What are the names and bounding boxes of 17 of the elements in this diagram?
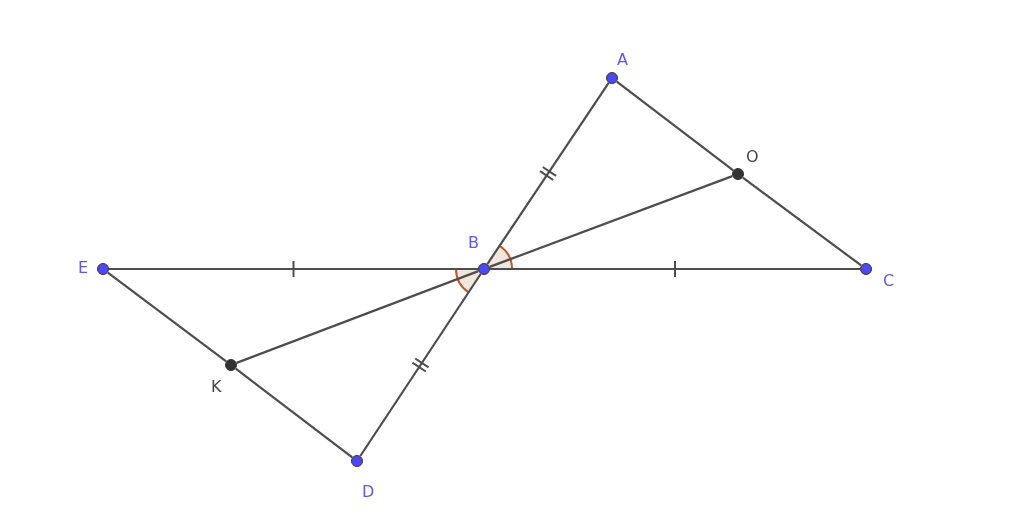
point-label: K — [211, 378, 222, 396]
line-segment — [490, 267, 860, 271]
line-segment — [107, 271, 227, 363]
line-segment — [359, 273, 482, 457]
point-label: A — [617, 51, 628, 69]
line-segment — [236, 270, 479, 364]
line-segment — [616, 80, 734, 172]
point-label: O — [746, 148, 759, 166]
line-segment — [235, 367, 353, 459]
point-label: E — [78, 259, 89, 277]
line-segment — [742, 176, 862, 267]
line-segment — [486, 82, 610, 265]
line-segment — [109, 267, 478, 271]
point-label: C — [883, 272, 895, 290]
point-label: B — [468, 234, 479, 252]
line-segment — [489, 175, 733, 268]
point-label: D — [362, 483, 375, 501]
